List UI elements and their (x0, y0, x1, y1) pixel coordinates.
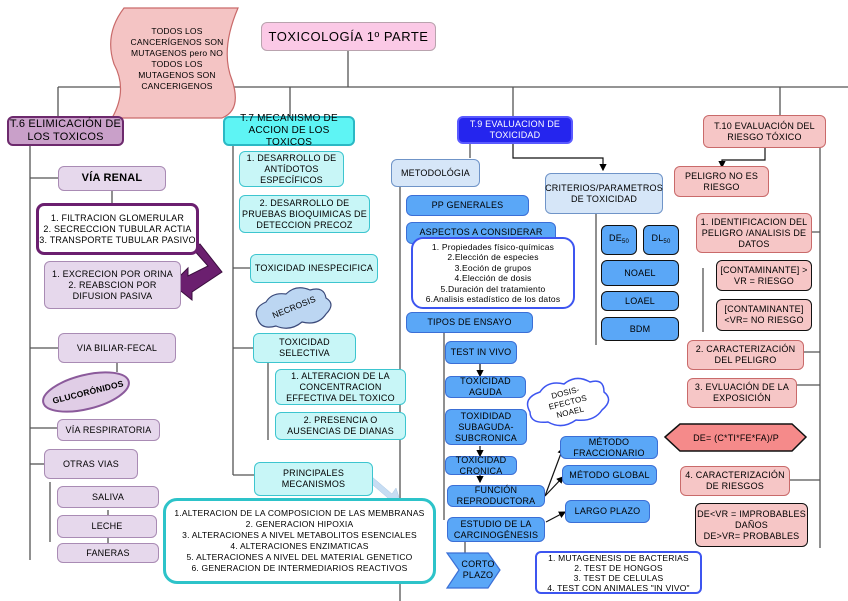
loael-node[interactable]: LOAEL (601, 291, 679, 311)
t10-header[interactable]: T.10 EVALUACIÓN DEL RIESGO TÓXICO (703, 115, 826, 148)
funcion-reproductora-node[interactable]: FUNCIÓN REPRODUCTORA (447, 485, 545, 507)
bdm-node[interactable]: BDM (601, 317, 679, 341)
mecanismos-list[interactable]: 1.ALTERACION DE LA COMPOSICION DE LAS ME… (163, 498, 436, 584)
t6-header[interactable]: T.6 ELIMICACIÓN DE LOS TOXICOS (7, 116, 124, 146)
otras-vias-node[interactable]: OTRAS VIAS (44, 449, 138, 479)
pp-generales-node[interactable]: PP GENERALES (406, 195, 529, 216)
note-line: MUTAGENOS SON (138, 70, 216, 80)
via-biliar-node[interactable]: VIA BILIAR-FECAL (58, 333, 176, 363)
conclusion-line: DE>VR= PROBABLES (703, 530, 800, 541)
mecanismo-item: 2. GENERACION HIPOXIA (245, 519, 354, 529)
corto-item: 3. TEST DE CELULAS (573, 572, 664, 583)
dosis-cloud-shape (526, 377, 610, 427)
metodo-fraccionario-node[interactable]: MÉTODO FRACCIONARIO (560, 436, 658, 459)
contaminante-no-riesgo-node[interactable]: [CONTAMINANTE] <VR= NO RIESGO (716, 299, 812, 331)
aspecto-item: 3.Eoción de grupos (454, 262, 532, 273)
renal-step: 1. FILTRACION GLOMERULAR (50, 212, 185, 223)
toxicidad-inespecifica-node[interactable]: TOXICIDAD INESPECIFICA (250, 254, 378, 283)
caracterizacion-peligro-node[interactable]: 2. CARACTERIZACIÓN DEL PELIGRO (687, 340, 804, 370)
renal-step: 3. TRANSPORTE TUBULAR PASIVO (39, 234, 196, 245)
via-renal-node[interactable]: VÍA RENAL (58, 166, 166, 191)
mecanismo-item: 5. ALTERACIONES A NIVEL DEL MATERIAL GEN… (186, 552, 413, 562)
carcinogenesis-node[interactable]: ESTUDIO DE LA CARCINOGÉNESIS (447, 517, 545, 542)
metodologia-node[interactable]: METODOLÓGIA (391, 159, 480, 187)
toxicidad-subaguda-node[interactable]: TOXIDIDAD SUBAGUDA-SUBCRONICA (445, 409, 527, 445)
t7-header[interactable]: T.7 MECANISMO DE ACCION DE LOS TOXICOS (223, 113, 355, 148)
aspecto-item: 6.Analisis estadístico de los datos (425, 294, 561, 304)
aspecto-item: 4.Elección de dosis (454, 273, 532, 283)
aspecto-item: 5.Duración del tratamiento (440, 283, 546, 294)
renal-step: 2. SECRECCION TUBULAR ACTIA (43, 223, 192, 234)
corto-item: 1. MUTAGENESIS DE BACTERIAS (548, 552, 689, 563)
dl50-label: DL50 (651, 232, 671, 245)
conclusion-line: DAÑOS (734, 519, 768, 530)
de50-label: DE50 (609, 232, 629, 245)
t9-header[interactable]: T.9 EVALUACION DE TOXICIDAD (457, 116, 573, 144)
necrosis-cloud-shape (255, 287, 332, 329)
otras-item-saliva[interactable]: SALIVA (57, 486, 159, 508)
toxicidad-cronica-node[interactable]: TOXICIDAD CRONICA (445, 455, 517, 476)
dl50-node[interactable]: DL50 (643, 225, 679, 255)
selectiva-item-dianas[interactable]: 2. PRESENCIA O AUSENCIAS DE DIANAS (275, 412, 406, 440)
toxicidad-aguda-node[interactable]: TOXICIDAD AGUDA (445, 376, 526, 398)
test-in-vivo-node[interactable]: TEST IN VIVO (445, 341, 517, 364)
renal-result: DIFUSION PASIVA (72, 290, 153, 301)
metodo-global-node[interactable]: MÉTODO GLOBAL (562, 465, 657, 485)
evaluacion-exposicion-node[interactable]: 3. EVLUACIÓN DE LA EXPOSICIÓN (687, 378, 797, 408)
corto-item: 4. TEST CON ANIMALES "IN VIVO" (547, 582, 690, 593)
mecanismo-item: 6. GENERACION DE INTERMEDIARIOS REACTIVO… (191, 563, 408, 573)
tipos-ensayo-node[interactable]: TIPOS DE ENSAYO (406, 312, 533, 333)
corto-plazo-list[interactable]: 1. MUTAGENESIS DE BACTERIAS 2. TEST DE H… (535, 551, 702, 594)
page-title: TOXICOLOGÍA 1º PARTE (261, 22, 436, 51)
via-respiratoria-node[interactable]: VÍA RESPIRATORIA (57, 419, 160, 441)
selectiva-item-concentracion[interactable]: 1. ALTERACION DE LA CONCENTRACION EFFECT… (275, 369, 406, 405)
conclusion-node[interactable]: DE<VR = IMPROBABLES DAÑOS DE>VR= PROBABL… (695, 503, 808, 547)
principales-mecanismos-node[interactable]: PRINCIPALES MECANISMOS (254, 462, 373, 496)
glucoronidos-ellipse-shape (42, 371, 130, 413)
note-shape (110, 7, 239, 119)
otras-item-faneras[interactable]: FANERAS (57, 543, 159, 563)
corto-item: 2. TEST DE HONGOS (574, 562, 663, 573)
note-line: MUTAGENOS pero NO (130, 48, 224, 58)
t7-item-pruebas[interactable]: 2. DESARROLLO DE PRUEBAS BIOQUIMICAS DE … (239, 195, 370, 233)
note-line: TODOS LOS (151, 26, 203, 36)
note-line: CANCERÍGENOS SON (130, 37, 224, 47)
aspecto-item: 1. Propiedades físico-químicas (431, 241, 555, 252)
largo-plazo-node[interactable]: LARGO PLAZO (565, 500, 650, 523)
renal-steps-node[interactable]: 1. FILTRACION GLOMERULAR 2. SECRECCION T… (36, 203, 199, 255)
formula-hexagon-shape (663, 423, 808, 452)
renal-result: 1. EXCRECION POR ORINA (52, 268, 173, 279)
note-line: CANCERIGENOS (141, 81, 213, 91)
note-text: TODOS LOS CANCERÍGENOS SON MUTAGENOS per… (122, 22, 232, 96)
corto-plazo-label[interactable]: CORTO PLAZO (461, 559, 495, 580)
otras-item-leche[interactable]: LECHE (57, 515, 157, 538)
t7-item-antidotos[interactable]: 1. DESARROLLO DE ANTÍDOTOS ESPECÍFICOS (239, 151, 344, 187)
criterios-node[interactable]: CRITERIOS/PARAMETROS DE TOXICIDAD (545, 173, 663, 214)
aspectos-list[interactable]: 1. Propiedades físico-químicas 2.Elecció… (411, 237, 575, 309)
peligro-node[interactable]: PELIGRO NO ES RIESGO (674, 166, 769, 197)
mecanismo-item: 1.ALTERACION DE LA COMPOSICION DE LAS ME… (174, 508, 425, 518)
toxicidad-selectiva-node[interactable]: TOXICIDAD SELECTIVA (253, 333, 356, 363)
identificacion-node[interactable]: 1. IDENTIFICACION DEL PELIGRO /ANALISIS … (696, 213, 812, 253)
contaminante-riesgo-node[interactable]: [CONTAMINANTE] > VR = RIESGO (716, 260, 812, 291)
caracterizacion-riesgos-node[interactable]: 4. CARACTERIZACIÓN DE RIESGOS (680, 466, 790, 496)
mecanismo-item: 4. ALTERACIONES ENZIMATICAS (230, 541, 369, 551)
corto-plazo-shape (445, 552, 501, 589)
note-line: TODOS LOS (151, 59, 203, 69)
aspecto-item: 2.Elección de especies (447, 252, 539, 262)
renal-result: 2. REABSCION POR (68, 279, 157, 290)
mecanismo-item: 3. ALTERACIONES A NIVEL METABOLITOS ESEN… (182, 530, 417, 540)
renal-results-node[interactable]: 1. EXCRECION POR ORINA 2. REABSCION POR … (44, 261, 181, 309)
noael-node[interactable]: NOAEL (601, 260, 679, 286)
conclusion-line: DE<VR = IMPROBABLES (697, 508, 806, 519)
de50-node[interactable]: DE50 (601, 225, 637, 255)
formula-label: DE= (C*TI*FE*FA)/P (693, 432, 779, 443)
